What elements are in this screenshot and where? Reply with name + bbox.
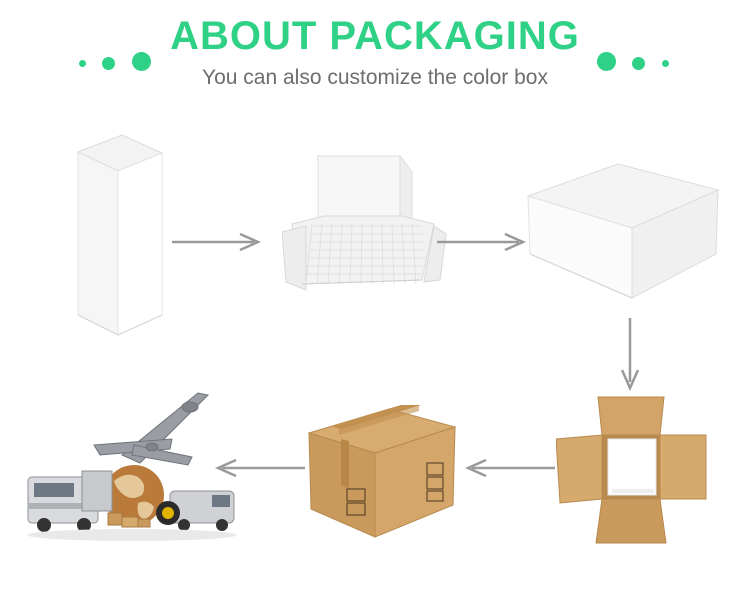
closed-carton-image xyxy=(307,405,457,538)
arrow-left-2 xyxy=(214,458,305,478)
decor-dot-right-medium xyxy=(632,57,645,70)
decor-dot-right-small xyxy=(662,60,669,67)
white-tall-box-image xyxy=(76,134,164,336)
open-grid-box-image xyxy=(282,154,447,291)
arrow-right-1 xyxy=(172,232,262,252)
page-title: ABOUT PACKAGING xyxy=(170,14,580,58)
decor-dot-left-small xyxy=(79,60,86,67)
decor-dot-left-large xyxy=(132,52,151,71)
open-carton-image xyxy=(556,396,707,544)
decor-dot-right-large xyxy=(597,52,616,71)
arrow-right-2 xyxy=(437,232,527,252)
arrow-down xyxy=(620,318,640,392)
page-subtitle: You can also customize the color box xyxy=(202,66,548,89)
decor-dot-left-medium xyxy=(102,57,115,70)
arrow-left-1 xyxy=(464,458,555,478)
white-square-box-image xyxy=(526,163,720,299)
shipping-logistics-image xyxy=(27,392,237,541)
